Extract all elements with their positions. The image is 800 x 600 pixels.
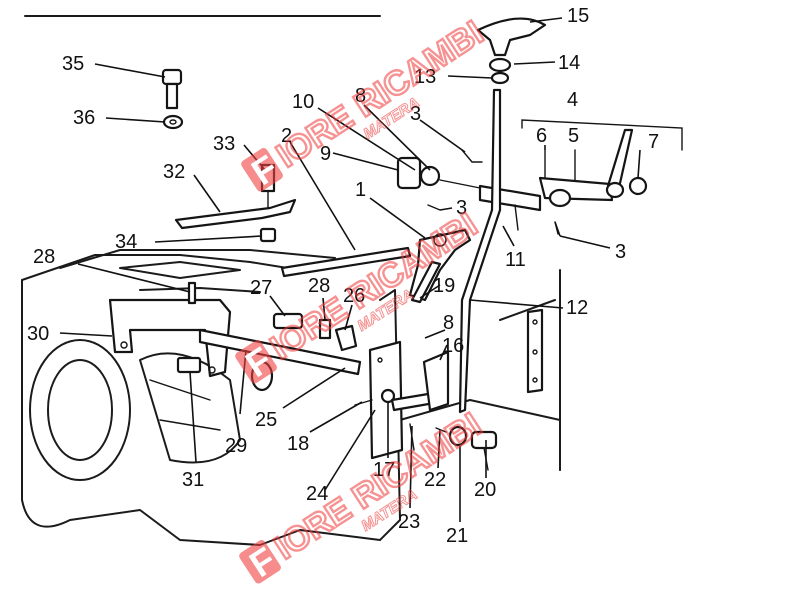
callout-30: 30 [27, 323, 49, 345]
callout-2: 2 [281, 125, 292, 147]
part-4-lever-group [521, 119, 683, 208]
callout-21: 21 [446, 525, 468, 547]
part-30-bracket [108, 298, 232, 378]
callout-19: 19 [433, 275, 455, 297]
callout-28: 28 [33, 246, 55, 268]
callout-15: 15 [567, 5, 589, 27]
callout-31: 31 [182, 469, 204, 491]
part-15-knob [476, 17, 547, 85]
callout-32: 32 [163, 161, 185, 183]
callout-28-b: 28 [308, 275, 330, 297]
part-21-washer [448, 425, 468, 447]
watermark-top: F IORE RICAMBI MATERA [241, 12, 491, 193]
part-28-stud [187, 281, 197, 305]
callout-labels: 35 36 33 32 34 2 1 10 9 8 3 3 3 11 12 13… [27, 5, 659, 547]
part-22-pin [435, 427, 447, 433]
part-27-bolt [272, 312, 304, 330]
callout-3-right: 3 [615, 241, 626, 263]
callout-4: 4 [567, 89, 578, 111]
part-16-lever [422, 350, 450, 412]
part-29-shaft [198, 328, 362, 376]
callout-14: 14 [558, 52, 580, 74]
part-31-block [176, 356, 202, 374]
callout-12: 12 [566, 297, 588, 319]
callout-11: 11 [505, 249, 526, 271]
callout-24: 24 [306, 483, 328, 505]
part-12-gear-lever [458, 88, 502, 414]
callout-26: 26 [343, 285, 365, 307]
part-19-lever [410, 260, 442, 304]
callout-1: 1 [355, 179, 366, 201]
callout-18: 18 [287, 433, 309, 455]
part-20-bolt [470, 430, 498, 471]
callout-34: 34 [115, 231, 137, 253]
part-12-plate [526, 308, 544, 394]
part-35-pin [161, 68, 183, 110]
callout-8-b: 8 [443, 312, 454, 334]
callout-13: 13 [414, 66, 436, 88]
callout-35: 35 [62, 53, 84, 75]
part-26-clip [334, 324, 358, 352]
callout-7: 7 [648, 131, 659, 153]
callout-20: 20 [474, 479, 496, 501]
callout-6: 6 [536, 125, 547, 147]
part-32-lever [174, 198, 297, 230]
callout-5: 5 [568, 125, 579, 147]
callout-23: 23 [398, 511, 420, 533]
callout-3-top: 3 [410, 103, 421, 125]
callout-10: 10 [292, 91, 314, 113]
callout-33: 33 [213, 133, 235, 155]
part-34-nut [259, 227, 277, 243]
part-36-washer [162, 114, 184, 130]
part-9-10-coupling [396, 156, 491, 191]
callout-25: 25 [255, 409, 277, 431]
leader-lines [59, 17, 641, 522]
part-24-plate [354, 340, 442, 460]
callout-9: 9 [320, 143, 331, 165]
callout-29: 29 [225, 435, 247, 457]
callout-3-mid: 3 [456, 197, 467, 219]
callout-36: 36 [73, 107, 95, 129]
callout-27: 27 [250, 277, 272, 299]
callout-17: 17 [373, 459, 395, 481]
part-2-rod [280, 246, 412, 278]
callout-16: 16 [442, 335, 464, 357]
callout-22: 22 [424, 469, 446, 491]
part-3-pin-a [461, 149, 483, 163]
transmission-housing [21, 249, 561, 546]
callout-8: 8 [355, 85, 366, 107]
watermark-bottom: F IORE RICAMBI MATERA [239, 404, 489, 585]
part-3-pin-b [427, 204, 441, 211]
